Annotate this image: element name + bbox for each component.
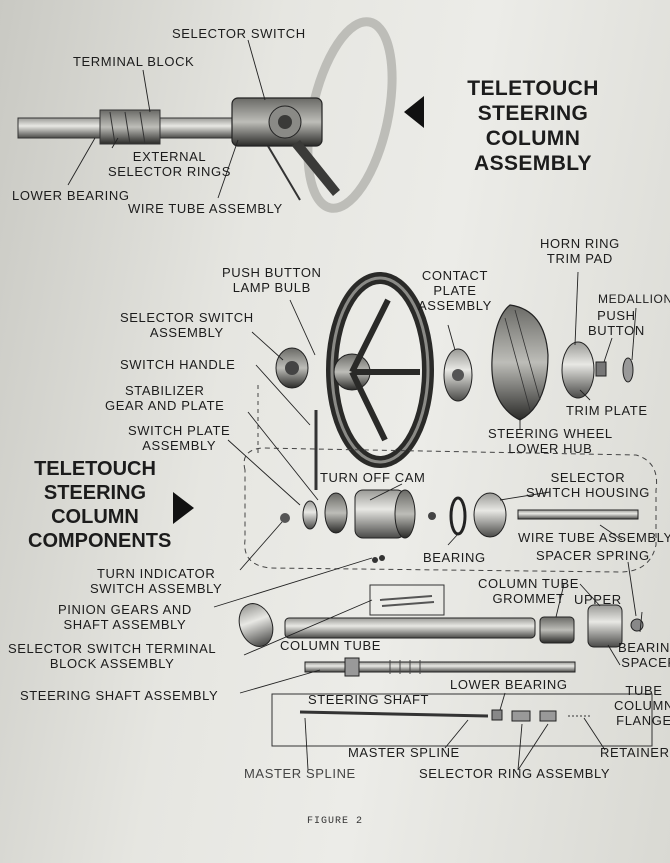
components-title: TELETOUCH STEERING COLUMN COMPONENTS <box>28 458 172 552</box>
label-selector-switch: SELECTOR SWITCH <box>172 26 306 41</box>
label-lower-bearing-top: LOWER BEARING <box>12 188 130 203</box>
label-wire-tube-assembly: WIRE TUBE ASSEMBLY <box>518 530 670 545</box>
label-trim-plate: TRIM PLATE <box>566 403 648 418</box>
label-master-spline-outer: MASTER SPLINE <box>244 766 356 781</box>
label-master-spline-inner: MASTER SPLINE <box>348 745 460 760</box>
label-horn-ring-trim-pad: HORN RING TRIM PAD <box>540 236 620 266</box>
label-bearing-spacer: BEARING SPACER <box>618 640 670 670</box>
top-column-assembly <box>17 17 424 213</box>
label-push-button: PUSH BUTTON <box>588 308 645 338</box>
label-column-tube: COLUMN TUBE <box>280 638 381 653</box>
label-column-tube-grommet: COLUMN TUBE GROMMET <box>478 576 579 606</box>
label-lower-bearing: LOWER BEARING <box>450 677 568 692</box>
figure-caption: FIGURE 2 <box>306 816 363 827</box>
label-push-button-lamp-bulb: PUSH BUTTON LAMP BULB <box>222 265 322 295</box>
label-selector-switch-assembly: SELECTOR SWITCH ASSEMBLY <box>120 310 254 340</box>
label-steering-shaft: STEERING SHAFT <box>308 692 430 707</box>
middle-row-parts <box>280 489 639 563</box>
column-tube-parts <box>238 584 644 648</box>
label-steering-wheel-lower-hub: STEERING WHEEL LOWER HUB <box>488 426 613 456</box>
label-selector-ring-assembly: SELECTOR RING ASSEMBLY <box>419 766 611 781</box>
label-external-selector-rings: EXTERNAL SELECTOR RINGS <box>108 149 232 179</box>
label-switch-handle: SWITCH HANDLE <box>120 357 236 372</box>
top-title: TELETOUCH STEERING COLUMN ASSEMBLY <box>467 77 599 175</box>
label-bearing: BEARING <box>423 550 486 565</box>
label-selector-switch-terminal-block-assembly: SELECTOR SWITCH TERMINAL BLOCK ASSEMBLY <box>8 641 217 671</box>
components-outline <box>243 447 658 573</box>
label-turn-off-cam: TURN OFF CAM <box>320 470 426 485</box>
label-retainer: RETAINER <box>600 745 670 760</box>
label-pinion-gears-and-shaft-assembly: PINION GEARS AND SHAFT ASSEMBLY <box>58 602 192 632</box>
label-tube-column-flange: TUBE COLUMN FLANGE <box>614 683 670 728</box>
horn-ring-trim-pad <box>443 304 634 421</box>
label-medallion: MEDALLION <box>598 292 670 306</box>
label-wire-tube-assembly-top: WIRE TUBE ASSEMBLY <box>128 201 283 216</box>
label-terminal-block: TERMINAL BLOCK <box>73 54 195 69</box>
label-stabilizer-gear-and-plate: STABILIZER GEAR AND PLATE <box>105 383 225 413</box>
label-upper: UPPER <box>574 592 622 607</box>
label-steering-shaft-assembly: STEERING SHAFT ASSEMBLY <box>20 688 219 703</box>
label-spacer-spring: SPACER SPRING <box>536 548 650 563</box>
label-switch-plate-assembly: SWITCH PLATE ASSEMBLY <box>128 423 231 453</box>
selector-switch-assembly <box>275 347 318 490</box>
steering-wheel <box>326 272 434 468</box>
label-contact-plate-assembly: CONTACT PLATE ASSEMBLY <box>418 268 492 313</box>
leader-lines <box>213 271 643 771</box>
label-selector-switch-housing: SELECTOR SWITCH HOUSING <box>526 470 650 500</box>
steering-shaft-parts <box>271 657 653 747</box>
label-turn-indicator-switch-assembly: TURN INDICATOR SWITCH ASSEMBLY <box>90 566 223 596</box>
